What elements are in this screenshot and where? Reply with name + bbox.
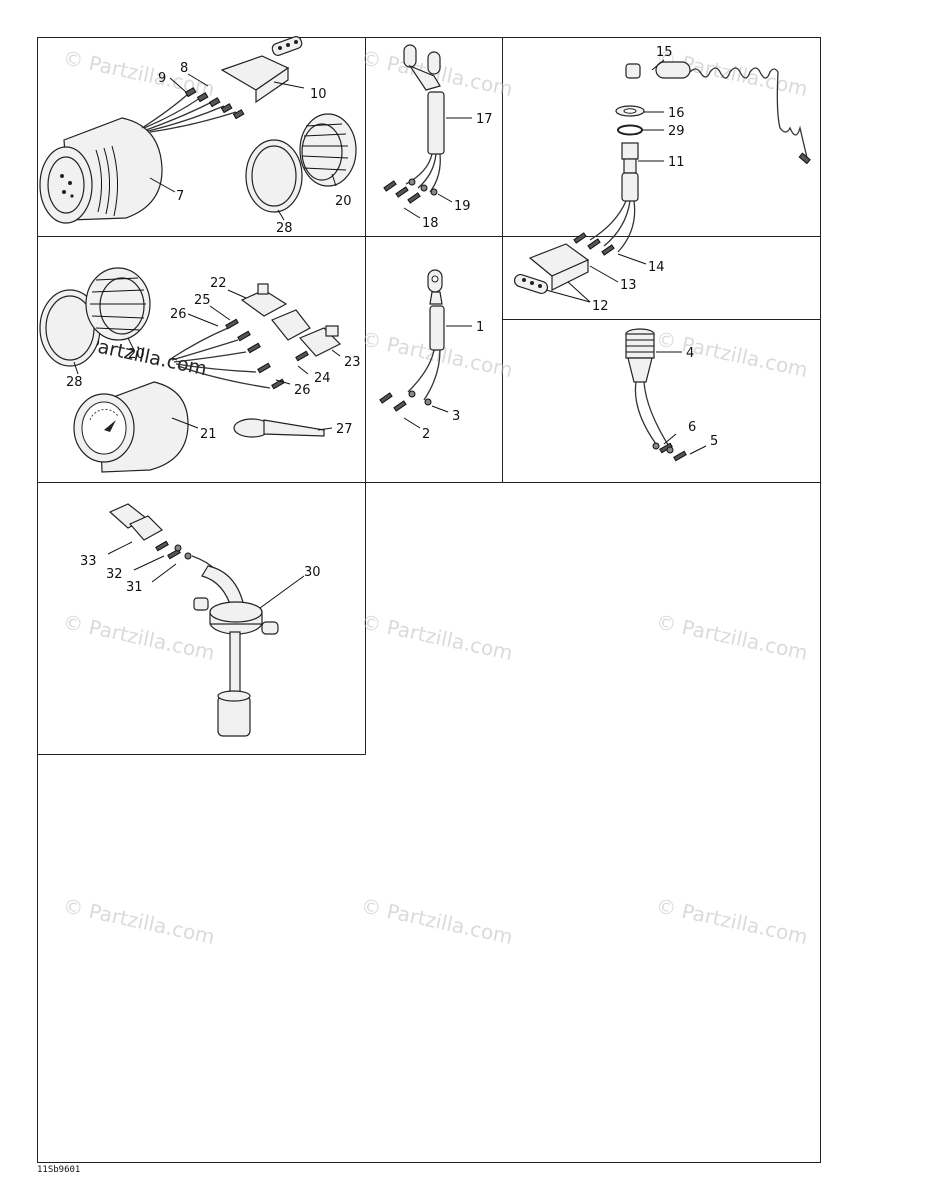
panel-sensor-4: 4 6 5 xyxy=(625,328,718,462)
seal-12-drawing xyxy=(513,274,549,294)
watermark-group: © Partzilla.com © Partzilla.com © Partzi… xyxy=(61,45,810,949)
connector-10 xyxy=(220,36,303,104)
panel-gauge-tach: 7 8 9 10 20 28 xyxy=(39,36,357,236)
connector-22-drawing xyxy=(240,283,288,317)
callout-label: 18 xyxy=(422,216,439,231)
watermark: © Partzilla.com xyxy=(359,609,515,665)
panel-sensor-17: 17 19 18 xyxy=(383,44,493,231)
panel-fuel-sender: 30 33 32 31 xyxy=(80,503,321,737)
connector-13-drawing xyxy=(528,232,615,291)
callout-label: 5 xyxy=(710,434,718,449)
callout-label: 16 xyxy=(668,106,685,121)
ring-28-drawing xyxy=(245,139,303,213)
callout-label: 17 xyxy=(476,112,493,127)
callout-label: 33 xyxy=(80,554,97,569)
bezel-20b-drawing xyxy=(85,267,151,341)
callout-label: 19 xyxy=(454,199,471,214)
callout-label: 28 xyxy=(66,375,83,390)
sensor-17-drawing xyxy=(383,44,445,204)
gauge-21-drawing xyxy=(73,381,189,473)
drawing-code: 11Sb9601 xyxy=(37,1165,80,1175)
sensor-1-drawing xyxy=(379,269,445,412)
terminals-8 xyxy=(184,87,245,120)
callout-label: 29 xyxy=(668,124,685,139)
callout-label: 2 xyxy=(422,427,430,442)
watermark: © Partzilla.com xyxy=(654,326,810,382)
diagram-grid xyxy=(37,37,821,1163)
callout-label: 7 xyxy=(176,189,184,204)
connector-33-drawing xyxy=(108,503,163,541)
watermark: © Partzilla.com xyxy=(359,893,515,949)
callout-label: 20 xyxy=(128,347,145,362)
panel-sensor-1: 1 3 2 xyxy=(379,269,484,442)
callout-label: 13 xyxy=(620,278,637,293)
watermark: © Partzilla.com xyxy=(654,893,810,949)
callout-label: 22 xyxy=(210,276,227,291)
callout-label: 30 xyxy=(304,565,321,580)
watermark: © Partzilla.com xyxy=(61,893,217,949)
terminals-31-32 xyxy=(155,540,192,560)
sender-30-drawing xyxy=(191,555,279,737)
callout-label: 23 xyxy=(344,355,361,370)
callout-label: 26 xyxy=(294,383,311,398)
connector-23-drawing xyxy=(271,309,342,357)
callout-label: 28 xyxy=(276,221,293,236)
callout-label: 1 xyxy=(476,320,484,335)
callout-label: 15 xyxy=(656,45,673,60)
callout-label: 11 xyxy=(668,155,685,170)
callout-label: 21 xyxy=(200,427,217,442)
panel-gauge-speedo: 22 25 26 23 24 26 27 21 20 28 xyxy=(39,267,361,473)
callout-label: 31 xyxy=(126,580,143,595)
watermark: © Partzilla.com xyxy=(61,609,217,665)
callout-label: 24 xyxy=(314,371,331,386)
callout-label: 3 xyxy=(452,409,460,424)
callout-label: 14 xyxy=(648,260,665,275)
callout-label: 6 xyxy=(688,420,696,435)
terminal-24-drawing xyxy=(295,350,309,362)
bezel-20-drawing xyxy=(299,113,357,187)
washer-16-drawing xyxy=(615,105,645,117)
callout-label: 9 xyxy=(158,71,166,86)
callout-label: 8 xyxy=(180,61,188,76)
oring-29-drawing xyxy=(617,124,643,136)
tie-27-drawing xyxy=(233,418,325,438)
callout-label: 32 xyxy=(106,567,123,582)
callout-label: 12 xyxy=(592,299,609,314)
sensor-11-drawing xyxy=(589,142,639,253)
callout-label: 10 xyxy=(310,87,327,102)
gauge-7-drawing xyxy=(39,117,163,224)
callout-label: 27 xyxy=(336,422,353,437)
sensor-4-drawing xyxy=(625,328,687,462)
callout-label: 20 xyxy=(335,194,352,209)
watermark: © Partzilla.com xyxy=(654,609,810,665)
coil-15-drawing xyxy=(625,61,811,165)
panel-coil-sensor: 15 16 29 11 14 13 12 xyxy=(513,45,811,314)
callout-label: 26 xyxy=(170,307,187,322)
callout-label: 4 xyxy=(686,346,694,361)
callout-label: 25 xyxy=(194,293,211,308)
